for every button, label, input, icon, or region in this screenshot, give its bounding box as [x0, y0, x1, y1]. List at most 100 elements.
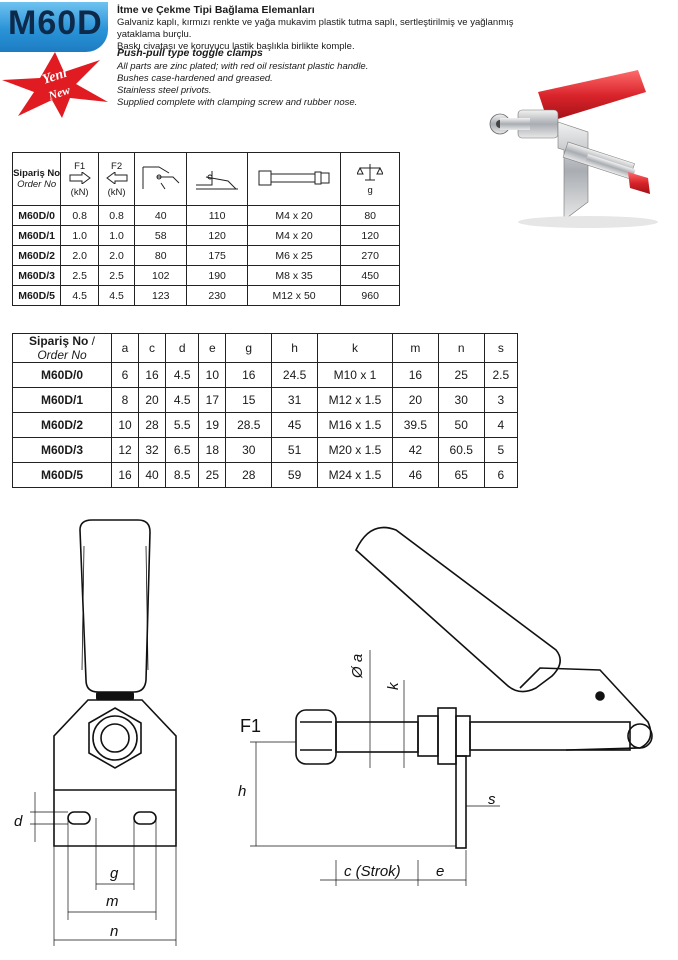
description-en-line: Supplied complete with clamping screw an… [117, 97, 358, 108]
col-c: c [138, 333, 167, 363]
table-cell: 0.8 [60, 205, 100, 226]
new-star-icon: Yeni New [2, 52, 108, 118]
table-cell: 60.5 [437, 437, 485, 463]
table-cell: M20 x 1.5 [316, 437, 393, 463]
col-d: d [165, 333, 200, 363]
table-cell: 4.5 [165, 387, 200, 413]
table-cell: 46 [391, 462, 439, 488]
description-tr-line: Galvaniz kaplı, kırmızı renkte ve yağa m… [117, 17, 514, 40]
plunger [335, 721, 419, 753]
table-cell: M10 x 1 [316, 362, 393, 388]
order-no-tr: Sipariş No [28, 334, 89, 348]
screw-icon [258, 170, 330, 185]
table-cell: 1.0 [98, 225, 136, 246]
table-cell: M12 x 1.5 [316, 387, 393, 413]
new-label-tr: Yeni [41, 66, 69, 88]
table-cell: 25 [198, 462, 227, 488]
dim-d-label: d [14, 813, 23, 830]
description-en-line: Bushes case-hardened and greased. [117, 73, 273, 84]
col-screw [246, 152, 342, 206]
f2-unit: (kN) [107, 186, 126, 198]
table-cell: 15 [225, 387, 273, 413]
spec-table-dimensions: Sipariş No / Order No a c d e g h k m n … [12, 333, 519, 488]
table-cell: 175 [186, 245, 248, 266]
table-cell: M6 x 25 [246, 245, 342, 266]
dim-m-label: m [106, 893, 119, 910]
table-cell: 65 [437, 462, 485, 488]
order-no-cell: M60D/3 [11, 265, 62, 286]
dim-e-label: e [436, 863, 444, 880]
side-dimensions [250, 650, 500, 886]
order-no-tr: Sipariş No [13, 168, 61, 179]
clamp-open-icon [142, 166, 180, 189]
table-cell: 4.5 [165, 362, 200, 388]
table-cell: 16 [110, 462, 140, 488]
dim-h-label: h [238, 783, 246, 800]
table-cell: 1.0 [60, 225, 100, 246]
table-cell: 40 [138, 462, 167, 488]
description-en-line: All parts are zinc plated; with red oil … [117, 61, 369, 72]
table-cell: 28 [138, 412, 167, 438]
table-cell: M8 x 35 [246, 265, 342, 286]
table-cell: 190 [186, 265, 248, 286]
mounting-plate [455, 755, 467, 849]
table-cell: 4.5 [98, 285, 136, 306]
dim-phi-a-label: Ø a [349, 654, 366, 679]
table-cell: 270 [340, 245, 400, 266]
col-g: g [225, 333, 273, 363]
f1-unit: (kN) [70, 186, 89, 198]
model-badge [0, 2, 108, 52]
table-cell: 39.5 [391, 412, 439, 438]
order-no-sep: / [88, 334, 96, 348]
table-cell: 3 [483, 387, 519, 413]
table-cell: M12 x 50 [246, 285, 342, 306]
order-no-cell: M60D/2 [12, 412, 112, 438]
table-cell: 5 [483, 437, 519, 463]
table-cell: 42 [391, 437, 439, 463]
handle-outline [79, 519, 151, 693]
col-weight: g [340, 152, 400, 206]
order-no-en: Order No [37, 348, 87, 362]
table-cell: 31 [271, 387, 318, 413]
spec-table-force: Sipariş No Order No F1 (kN) F2 (kN) [11, 152, 400, 306]
front-view [53, 519, 177, 847]
table-cell: 58 [134, 225, 188, 246]
f1-label: F1 [74, 160, 86, 172]
side-view [295, 526, 653, 849]
table-cell: 2.5 [60, 265, 100, 286]
col-e: e [198, 333, 227, 363]
model-title: M60D [8, 4, 103, 42]
table-cell: 80 [340, 205, 400, 226]
table-cell: 123 [134, 285, 188, 306]
title-tr: İtme ve Çekme Tipi Bağlama Elemanları [117, 4, 315, 16]
table-cell: 10 [198, 362, 227, 388]
table-cell: 4 [483, 412, 519, 438]
dim-c-strok-label: c (Strok) [344, 863, 401, 880]
table-cell: 6 [483, 462, 519, 488]
order-no-cell: M60D/5 [11, 285, 62, 306]
table-cell: 20 [391, 387, 439, 413]
description-en-line: Stainless steel privots. [117, 85, 212, 96]
table-cell: 10 [110, 412, 140, 438]
table-cell: 4.5 [60, 285, 100, 306]
table-cell: 960 [340, 285, 400, 306]
table-cell: 80 [134, 245, 188, 266]
dim-n-label: n [110, 923, 118, 940]
order-no-cell: M60D/3 [12, 437, 112, 463]
order-no-cell: M60D/0 [12, 362, 112, 388]
table-cell: 50 [437, 412, 485, 438]
table-cell: M24 x 1.5 [316, 462, 393, 488]
table-cell: 51 [271, 437, 318, 463]
table-cell: 16 [391, 362, 439, 388]
rubber-nose [295, 709, 337, 765]
f2-label: F2 [111, 160, 123, 172]
description-tr: Galvaniz kaplı, kırmızı renkte ve yağa m… [117, 17, 557, 53]
table-cell: 59 [271, 462, 318, 488]
table-cell: 25 [437, 362, 485, 388]
